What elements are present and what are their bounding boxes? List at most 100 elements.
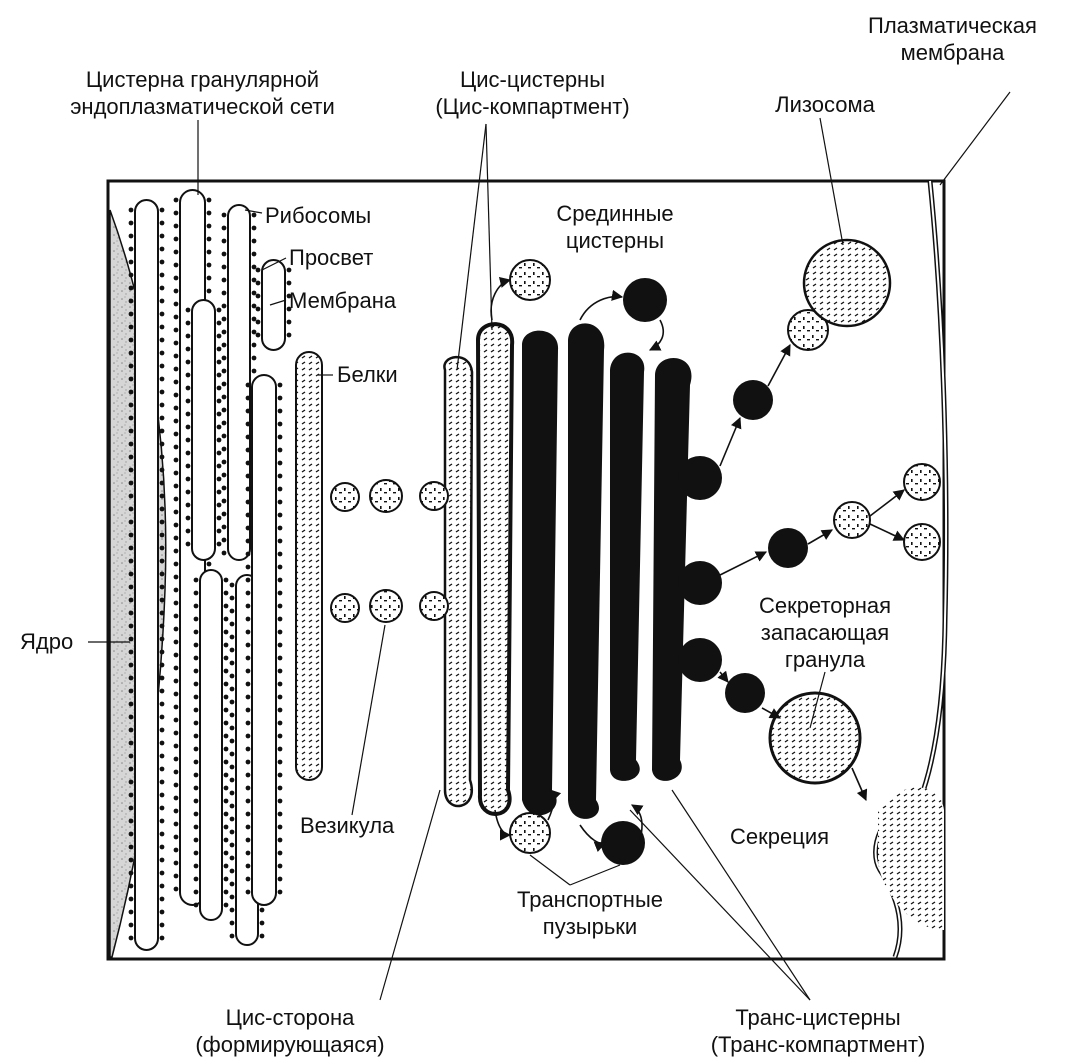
ribosome bbox=[256, 294, 261, 299]
ribosome bbox=[186, 373, 191, 378]
ribosome bbox=[174, 640, 179, 645]
label-ribosomes: Рибосомы bbox=[265, 202, 371, 229]
ribosome bbox=[174, 380, 179, 385]
ribosome bbox=[278, 604, 283, 609]
ribosome bbox=[160, 533, 165, 538]
ribosome bbox=[278, 526, 283, 531]
ribosome bbox=[224, 864, 229, 869]
ribosome bbox=[278, 396, 283, 401]
ribosome bbox=[278, 591, 283, 596]
ribosome bbox=[174, 770, 179, 775]
ribosome bbox=[160, 260, 165, 265]
ribosome bbox=[207, 237, 212, 242]
label-lysosome: Лизосома bbox=[755, 91, 895, 118]
ribosome bbox=[194, 643, 199, 648]
ribosome bbox=[160, 325, 165, 330]
ribosome bbox=[174, 835, 179, 840]
ribosome bbox=[129, 247, 134, 252]
ribosome bbox=[129, 676, 134, 681]
ribosome bbox=[160, 429, 165, 434]
ribosome bbox=[194, 851, 199, 856]
ribosome bbox=[129, 546, 134, 551]
ribosome bbox=[129, 455, 134, 460]
ribosome bbox=[222, 525, 227, 530]
ribosome bbox=[129, 520, 134, 525]
ribosome bbox=[129, 338, 134, 343]
ribosome bbox=[194, 695, 199, 700]
ribosome bbox=[160, 871, 165, 876]
ribosome bbox=[278, 487, 283, 492]
ribosome bbox=[129, 832, 134, 837]
ribosome bbox=[174, 705, 179, 710]
ribosome bbox=[252, 239, 257, 244]
ribosome bbox=[278, 760, 283, 765]
ribosome bbox=[129, 871, 134, 876]
ribosome bbox=[174, 809, 179, 814]
ribosome bbox=[129, 923, 134, 928]
ribosome bbox=[129, 559, 134, 564]
ribosome bbox=[224, 604, 229, 609]
ribosome bbox=[129, 260, 134, 265]
ribosome bbox=[224, 877, 229, 882]
ribosome bbox=[217, 516, 222, 521]
ribosome bbox=[278, 513, 283, 518]
ribosome bbox=[222, 356, 227, 361]
ribosome bbox=[160, 585, 165, 590]
ribosome bbox=[246, 526, 251, 531]
ribosome bbox=[174, 796, 179, 801]
ribosome bbox=[186, 529, 191, 534]
ribosome bbox=[222, 421, 227, 426]
ribosome bbox=[160, 234, 165, 239]
ribosome bbox=[217, 477, 222, 482]
ribosome bbox=[278, 552, 283, 557]
ribosome bbox=[160, 650, 165, 655]
ribosome bbox=[252, 278, 257, 283]
ribosome bbox=[246, 851, 251, 856]
ribosome bbox=[278, 539, 283, 544]
ribosome bbox=[174, 224, 179, 229]
ribosome bbox=[174, 822, 179, 827]
ribosome bbox=[230, 817, 235, 822]
ribosome bbox=[160, 247, 165, 252]
ribosome bbox=[246, 890, 251, 895]
ribosome bbox=[246, 383, 251, 388]
ribosome bbox=[194, 604, 199, 609]
ribosome bbox=[246, 812, 251, 817]
ribosome bbox=[224, 721, 229, 726]
ribosome bbox=[217, 542, 222, 547]
ribosome bbox=[278, 500, 283, 505]
ribosome bbox=[224, 682, 229, 687]
ribosome bbox=[246, 591, 251, 596]
ribosome bbox=[174, 757, 179, 762]
ribosome bbox=[129, 572, 134, 577]
ribosome bbox=[174, 666, 179, 671]
ribosome bbox=[160, 884, 165, 889]
ribosome bbox=[246, 604, 251, 609]
ribosome bbox=[174, 406, 179, 411]
ribosome bbox=[230, 778, 235, 783]
ribosome bbox=[224, 734, 229, 739]
ribosome bbox=[246, 409, 251, 414]
ribosome bbox=[174, 198, 179, 203]
ribosome bbox=[129, 364, 134, 369]
ribosome bbox=[246, 643, 251, 648]
ribosome bbox=[222, 226, 227, 231]
ribosome bbox=[278, 695, 283, 700]
label-vesicle: Везикула bbox=[300, 812, 394, 839]
ribosome bbox=[224, 851, 229, 856]
ribosome bbox=[224, 812, 229, 817]
ribosome bbox=[174, 263, 179, 268]
ribosome bbox=[252, 369, 257, 374]
ribosome bbox=[230, 661, 235, 666]
ribosome bbox=[160, 624, 165, 629]
ribosome bbox=[230, 583, 235, 588]
ribosome bbox=[222, 252, 227, 257]
ribosome bbox=[186, 490, 191, 495]
ribosome bbox=[160, 663, 165, 668]
ribosome bbox=[278, 422, 283, 427]
ribosome bbox=[217, 399, 222, 404]
ribosome bbox=[224, 890, 229, 895]
ribosome bbox=[160, 221, 165, 226]
ribosome bbox=[252, 252, 257, 257]
ribosome bbox=[230, 856, 235, 861]
